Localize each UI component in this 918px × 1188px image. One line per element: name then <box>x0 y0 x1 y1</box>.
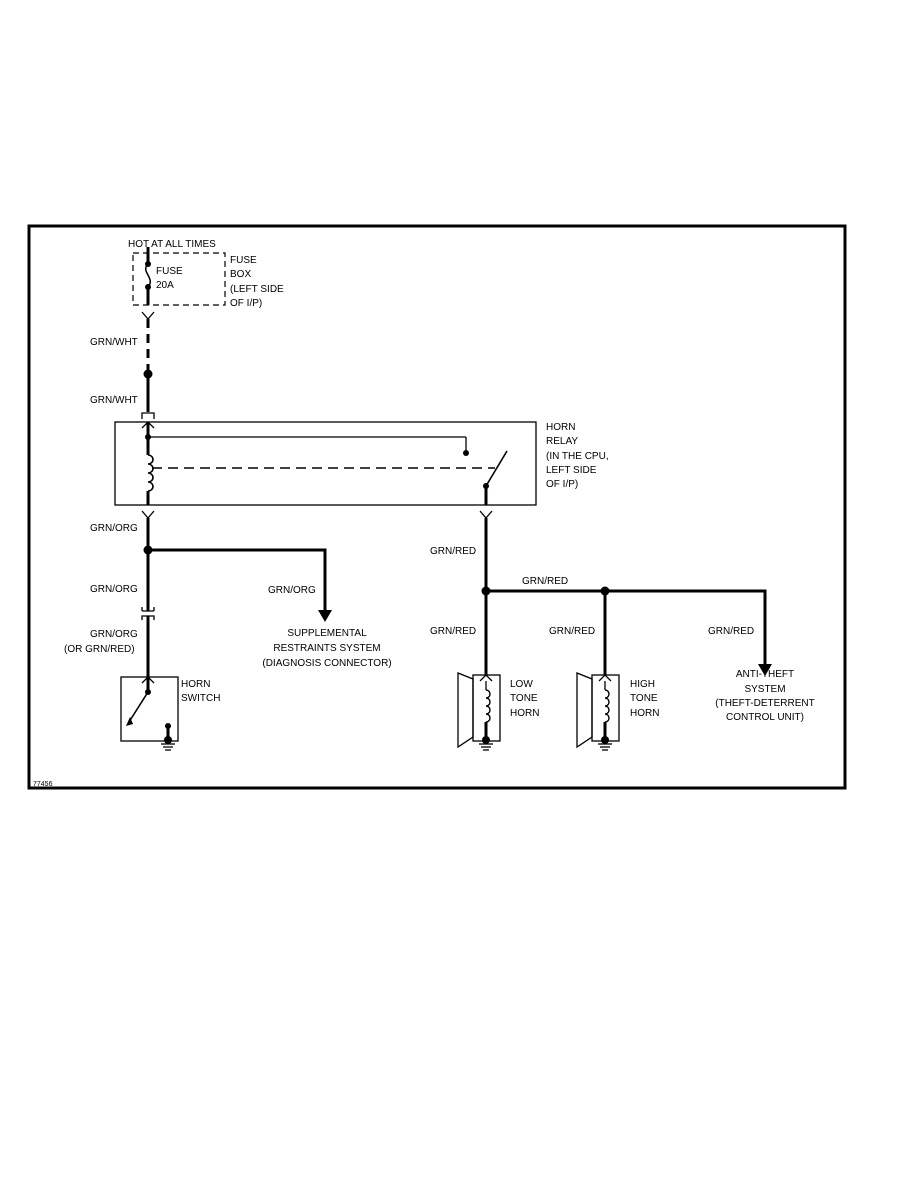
fuse-box-connector <box>141 311 155 320</box>
high-horn-bell <box>576 672 593 749</box>
horn-switch-ground-point <box>164 736 172 744</box>
fuse-rating: 20A <box>156 280 174 291</box>
srs-label-1: SUPPLEMENTAL <box>287 628 367 639</box>
relay-input-connector <box>141 412 155 419</box>
wire-label-grn-red-high: GRN/RED <box>549 626 595 637</box>
horn-relay-box <box>114 421 537 506</box>
low-horn-coil <box>485 689 491 723</box>
wire-label-switch-2: (OR GRN/RED) <box>64 644 135 655</box>
wire-label-grn-red-relay: GRN/RED <box>430 546 476 557</box>
low-tone-horn-label-3: HORN <box>510 708 539 719</box>
relay-output-right-connector <box>479 510 493 519</box>
horn-switch-label-1: HORN <box>181 679 210 690</box>
wire-label-switch-1: GRN/ORG <box>90 629 138 640</box>
horn-relay-label-4: LEFT SIDE <box>546 465 597 476</box>
relay-fixed-contact <box>463 450 469 456</box>
wire-label-grn-wht-2: GRN/WHT <box>90 395 138 406</box>
anti-theft-label-4: CONTROL UNIT) <box>726 712 804 723</box>
fuse-box-label-1: FUSE <box>230 255 257 266</box>
low-tone-horn-label-1: LOW <box>510 679 533 690</box>
anti-theft-label-3: (THEFT-DETERRENT <box>715 698 814 709</box>
wire-srs-branch <box>148 548 327 610</box>
horn-relay-label-5: OF I/P) <box>546 479 578 490</box>
fuse-name: FUSE <box>156 266 183 277</box>
horn-switch-arm-tip <box>126 717 133 726</box>
relay-output-left-connector <box>141 510 155 519</box>
high-horn-coil <box>604 689 610 723</box>
horn-switch-arm <box>128 691 149 723</box>
wire-anti-theft <box>605 589 767 664</box>
low-tone-horn-label-2: TONE <box>510 693 538 704</box>
high-horn-connector <box>598 674 612 682</box>
low-horn-ground-point <box>482 736 490 744</box>
fuse-box-label-2: BOX <box>230 269 251 280</box>
horn-relay-label-3: (IN THE CPU, <box>546 451 609 462</box>
diagram-id: 77456 <box>33 781 53 788</box>
fuse-box-outline <box>132 252 226 306</box>
high-tone-horn-label-2: TONE <box>630 693 658 704</box>
srs-label-3: (DIAGNOSIS CONNECTOR) <box>262 658 391 669</box>
hot-at-all-times-label: HOT AT ALL TIMES <box>128 239 216 250</box>
horn-relay-label-2: RELAY <box>546 436 578 447</box>
fuse-box-label-3: (LEFT SIDE <box>230 284 284 295</box>
horn-switch-box <box>120 676 179 742</box>
switch-connector-upper <box>141 607 155 612</box>
high-horn-ground-point <box>601 736 609 744</box>
low-horn-bell <box>457 672 474 749</box>
fuse-box-label-4: OF I/P) <box>230 298 262 309</box>
relay-coil <box>147 454 154 492</box>
high-tone-horn-label-1: HIGH <box>630 679 655 690</box>
diagram-frame <box>27 224 847 790</box>
horn-relay-label-1: HORN <box>546 422 575 433</box>
srs-label-2: RESTRAINTS SYSTEM <box>273 643 380 654</box>
wire-label-grn-red-bus: GRN/RED <box>522 576 568 587</box>
relay-switch-arm <box>485 450 508 487</box>
wire-label-grn-org-2: GRN/ORG <box>90 584 138 595</box>
wire-label-grn-red-low: GRN/RED <box>430 626 476 637</box>
horn-switch-pin <box>141 676 155 684</box>
anti-theft-arrow <box>758 664 772 676</box>
srs-arrow <box>318 610 332 622</box>
fuse-element <box>145 263 151 288</box>
anti-theft-label-1: ANTI-THEFT <box>736 669 794 680</box>
horn-switch-label-2: SWITCH <box>181 693 220 704</box>
wire-label-grn-org-1: GRN/ORG <box>90 523 138 534</box>
anti-theft-label-2: SYSTEM <box>744 684 785 695</box>
low-horn-connector <box>479 674 493 682</box>
wire-label-grn-org-srs: GRN/ORG <box>268 585 316 596</box>
wire-label-grn-red-anti-theft: GRN/RED <box>708 626 754 637</box>
high-tone-horn-label-3: HORN <box>630 708 659 719</box>
wire-label-grn-wht-1: GRN/WHT <box>90 337 138 348</box>
